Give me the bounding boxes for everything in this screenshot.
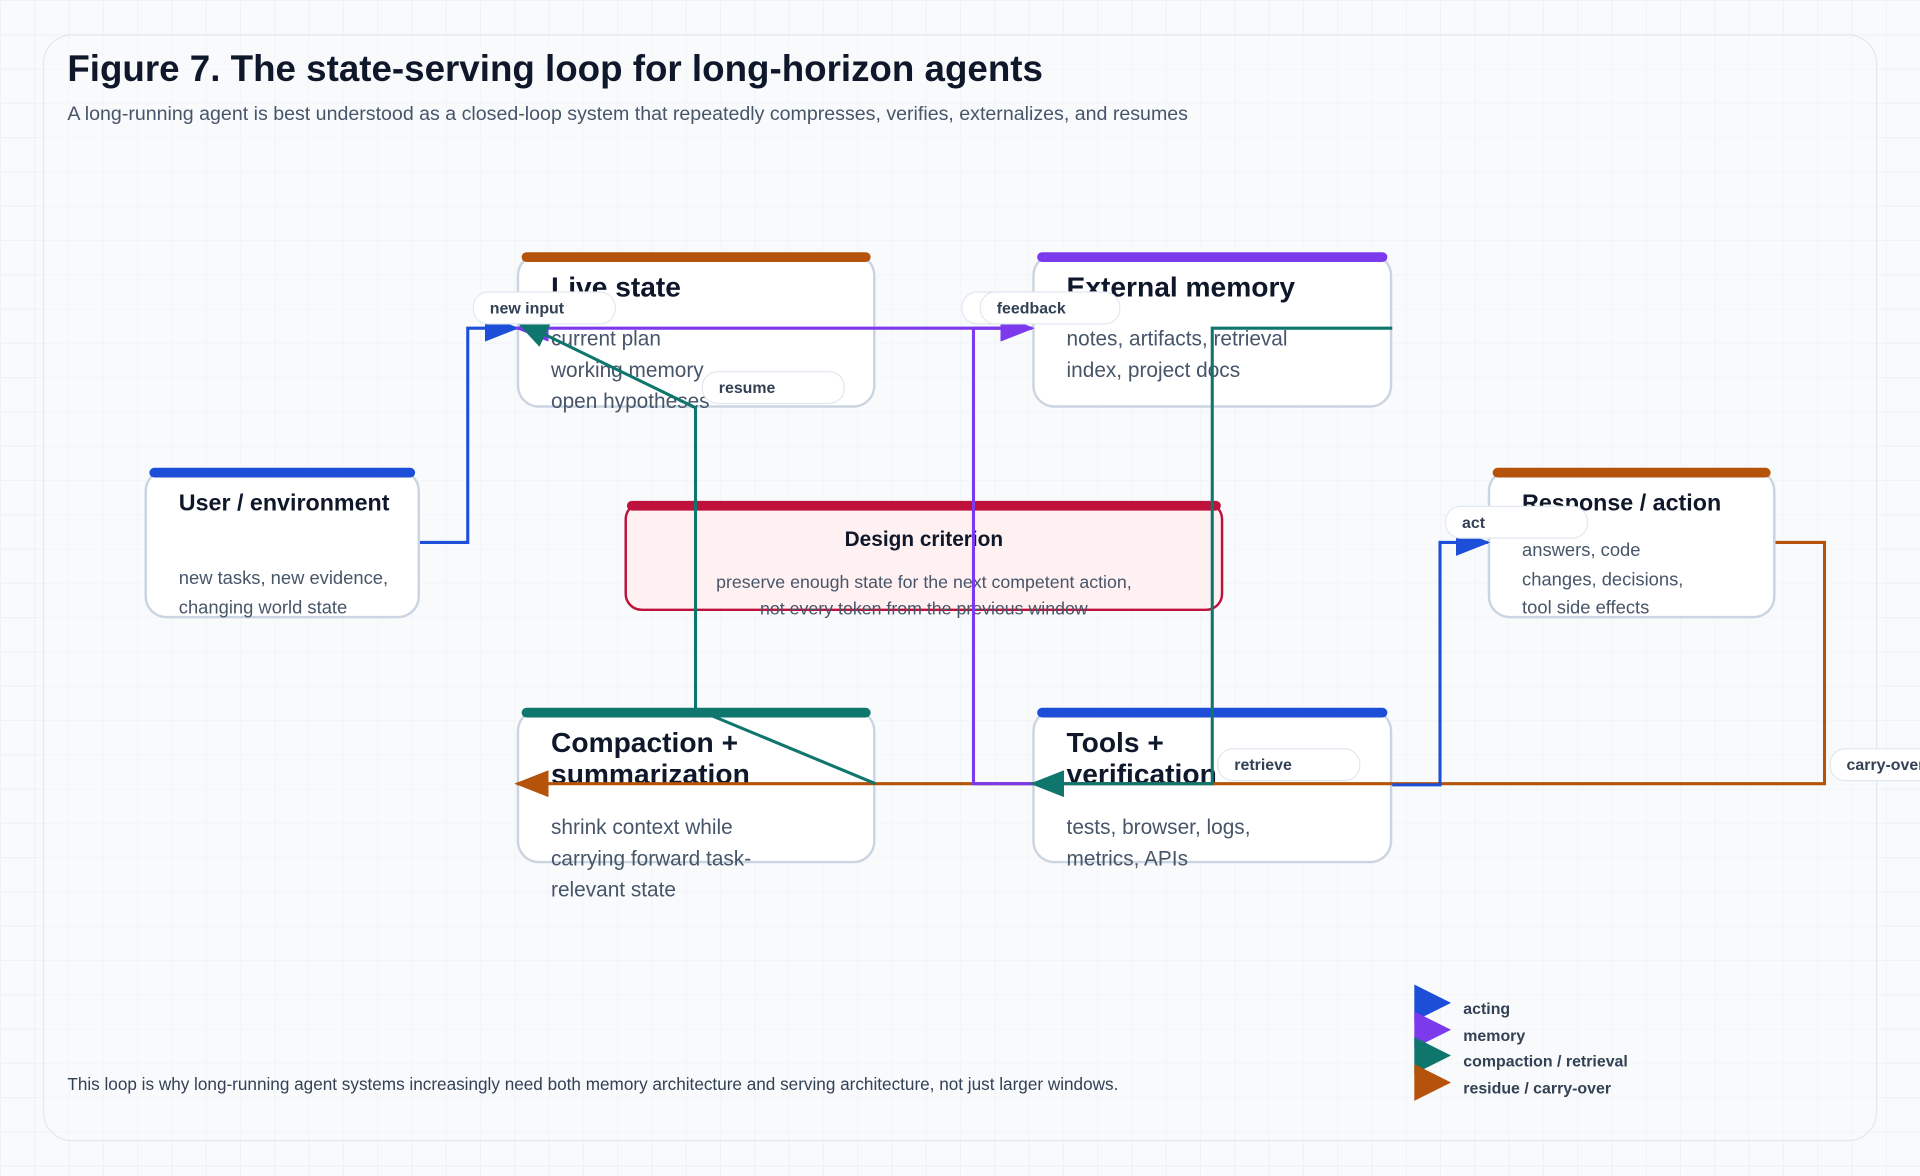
- edge-label-new-input: new input: [472, 291, 616, 325]
- criterion-title: Design criterion: [844, 527, 1004, 552]
- figure-footer: This loop is why long-running agent syst…: [67, 1073, 1119, 1094]
- node-accent-bar: [149, 467, 416, 478]
- node-body: current plan working memory open hypothe…: [551, 326, 710, 413]
- node-user-environment: User / environment new tasks, new eviden…: [144, 467, 421, 619]
- node-body: shrink context while carrying forward ta…: [551, 815, 752, 902]
- node-body: new tasks, new evidence, changing world …: [178, 568, 389, 618]
- edge-label-feedback: feedback: [979, 291, 1121, 325]
- edge-resume: [514, 319, 877, 786]
- node-body: notes, artifacts, retrieval index, proje…: [1066, 326, 1288, 382]
- figure-title: Figure 7. The state-serving loop for lon…: [67, 48, 1043, 90]
- edge-label-carry-over: carry-over: [1829, 748, 1920, 782]
- criterion-accent-bar: [626, 500, 1221, 511]
- edge-act: [1392, 528, 1491, 787]
- node-accent-bar: [521, 707, 871, 718]
- node-accent-bar: [1492, 467, 1771, 478]
- edge-label-act: act: [1444, 505, 1589, 539]
- figure-subtitle: A long-running agent is best understood …: [67, 104, 1188, 125]
- node-title: User / environment: [178, 491, 390, 517]
- criterion-body: preserve enough state for the next compe…: [716, 573, 1132, 620]
- legend-label: residue / carry-over: [1463, 1078, 1612, 1097]
- design-criterion-box: Design criterion preserve enough state f…: [624, 500, 1224, 620]
- node-body: tests, browser, logs, metrics, APIs: [1066, 815, 1251, 871]
- edge-label-resume: resume: [701, 371, 845, 405]
- node-response-action: Response / action answers, code changes,…: [1487, 467, 1776, 619]
- legend-label: compaction / retrieval: [1463, 1051, 1628, 1071]
- edge-carry-over: [514, 540, 1827, 798]
- legend-swatch-icon: [1414, 1063, 1452, 1101]
- edge-feedback: [971, 314, 1035, 786]
- node-accent-bar: [521, 252, 871, 263]
- edge-retrieve: [1029, 326, 1393, 798]
- node-compaction: Compaction + summarization shrink contex…: [516, 707, 876, 901]
- edge-label-retrieve: retrieve: [1217, 748, 1361, 782]
- legend-label: memory: [1463, 1025, 1526, 1044]
- node-accent-bar: [1037, 252, 1388, 263]
- legend-label: acting: [1463, 999, 1511, 1018]
- node-body: answers, code changes, decisions, tool s…: [1522, 540, 1684, 619]
- edge-new-input: [420, 314, 520, 544]
